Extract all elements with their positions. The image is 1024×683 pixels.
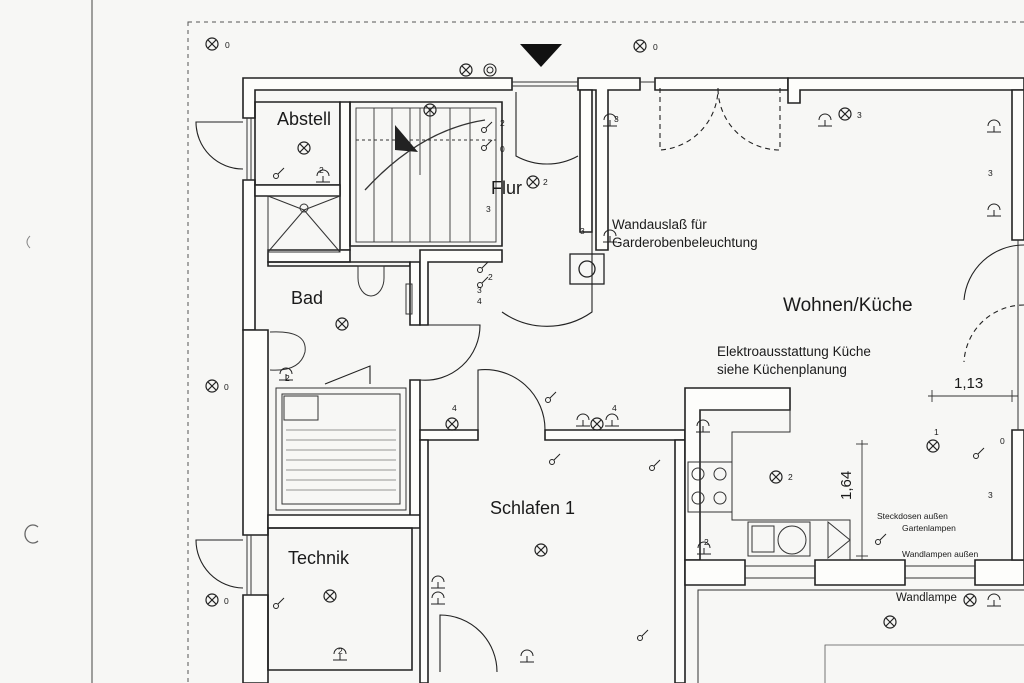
circuit-number: 0 [653,42,658,52]
room-label-technik: Technik [288,548,350,568]
binder-hole-icon [26,235,31,249]
circuit-number: 4 [452,403,457,413]
circuit-number: 4 [477,296,482,306]
room-label-wohnen-kueche: Wohnen/Küche [783,295,913,316]
note-garderobe-line2: Garderobenbeleuchtung [612,235,758,250]
circuit-number: 3 [988,490,993,500]
circuit-number: 3 [614,114,619,124]
terrace-step [824,644,1024,683]
circuit-number: 2 [704,537,709,547]
bathroom-fixtures [267,195,413,511]
note-steckdosen-aussen: Steckdosen außen [877,511,948,521]
windows [246,81,1019,595]
circuit-number: 0 [225,40,230,50]
circuit-number: 3 [580,226,585,236]
dimension-width: 1,13 [954,375,984,392]
circuit-number: 2 [488,272,493,282]
outlet-icon [486,66,494,74]
circuit-number: 2 [319,165,324,175]
note-kueche-line2: siehe Küchenplanung [717,362,847,377]
room-label-abstell: Abstell [277,109,332,129]
circuit-number: 0 [1000,436,1005,446]
circuit-number: 3 [486,204,491,214]
kitchen-fixtures [687,409,851,560]
circuit-number: 2 [338,646,343,656]
note-wandlampen-aussen: Wandlampen außen [902,549,979,559]
circuit-number: 2 [500,118,505,128]
circuit-number: 3 [988,168,993,178]
circuit-number: 0 [500,144,505,154]
circuit-number: 2 [543,177,548,187]
room-label-flur: Flur [491,178,522,198]
room-label-schlafen: Schlafen 1 [490,498,576,518]
circuit-number: 4 [612,403,617,413]
dimension-height: 1,64 [838,470,855,500]
note-garderobe-line1: Wandauslaß für [612,217,707,232]
entrance-arrow-icon [520,44,562,67]
circuit-number: 3 [477,285,482,295]
terrace-outline [697,589,1024,683]
circuit-number: 2 [788,472,793,482]
circuit-number: 3 [857,110,862,120]
note-kueche-line1: Elektroausstattung Küche [717,344,871,359]
circuit-number: 0 [224,596,229,606]
chimney [569,253,605,285]
circuit-number: 0 [224,382,229,392]
room-label-bad: Bad [291,288,324,308]
note-gartenlampen: Gartenlampen [902,523,956,533]
chimney-flue-icon [578,260,596,278]
staircase [355,107,497,243]
circuit-number: 1 [934,427,939,437]
note-wandlampe: Wandlampe [896,592,957,604]
dimension-lines [856,390,1018,560]
circuit-number: 2 [285,373,290,383]
binder-hole-icon [24,524,39,544]
plot-boundary [187,21,1024,683]
outlet-icon [483,63,497,77]
doors [195,87,1024,673]
